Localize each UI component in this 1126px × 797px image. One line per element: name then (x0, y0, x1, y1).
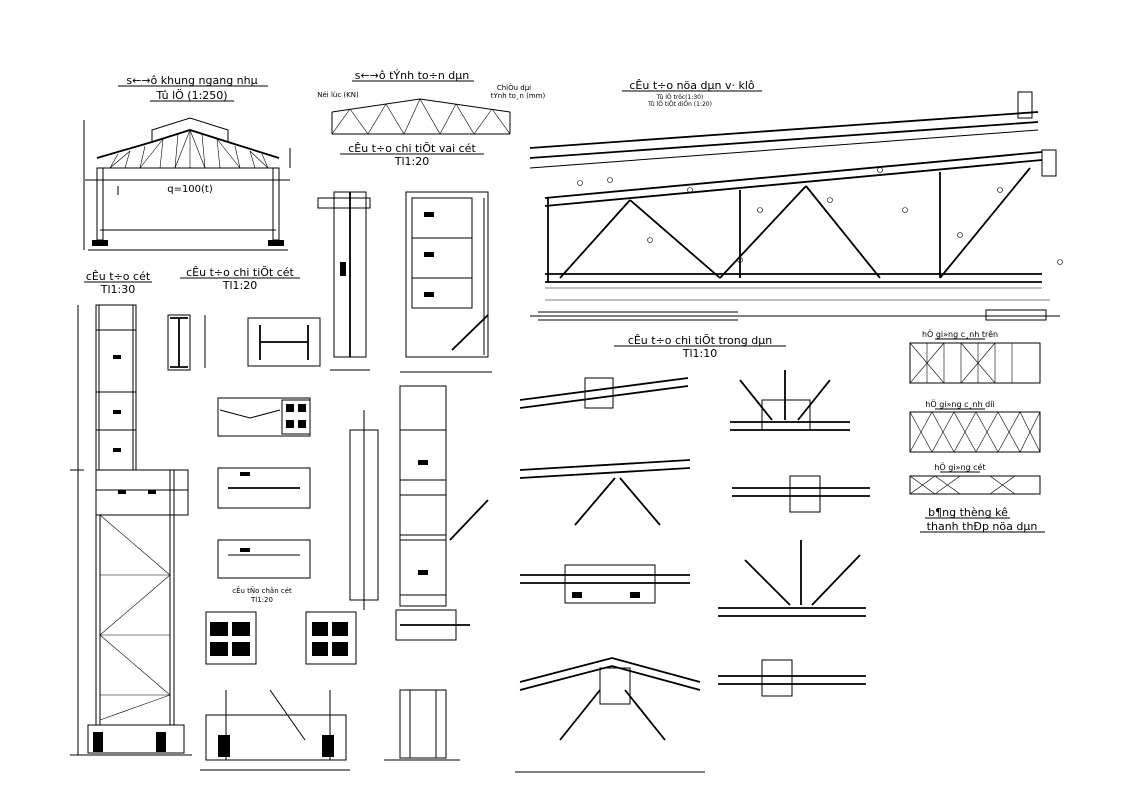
bracket-details (317, 191, 492, 373)
truss-node-details (718, 370, 870, 697)
half-truss-title: cÊu t÷o nöa dµn v· klô (629, 79, 755, 92)
calc-title: s←→ô tÝnh to÷n dµn (355, 69, 470, 82)
bracket-scale: Tl1:20 (394, 155, 429, 168)
column-bracing-title: hÖ gi»ng cét (934, 462, 985, 472)
length-label-b: tÝnh to¸n (mm) (491, 91, 546, 100)
truss-joint-details: cÊu t÷o chi tiÕt trong dµn Tl1:10 (515, 334, 786, 773)
col-detail-scale: Tl1:20 (222, 279, 257, 292)
column-elevation (70, 304, 192, 756)
column-sections (167, 314, 321, 371)
frame-title: s←→ô khung ngang nhµ (126, 74, 257, 87)
truss-detail-scale: Tl1:10 (682, 347, 717, 360)
top-chord-bracing-title: hÖ gi»ng c¸nh trên (922, 329, 998, 339)
bottom-chord-bracing-title: hÖ gi»ng c¸nh díi (925, 399, 994, 409)
frame-scale: Tû lÖ (1:250) (155, 89, 227, 102)
half-truss-drawing: cÊu t÷o nöa dµn v· klô Tû lÖ trôc(1:30) … (529, 79, 1063, 321)
force-label: Néi lùc (KN) (317, 91, 359, 99)
bracket-title: cÊu t÷o chi tiÕt vai cét (348, 142, 476, 155)
column-titles: cÊu t÷o cét Tl1:30 cÊu t÷o chi tiÕt cét … (84, 142, 484, 296)
column-splices (349, 385, 489, 761)
base-detail-title: cÊu tÑo chân cét (232, 586, 292, 595)
base-detail-scale: Tl1:20 (250, 596, 273, 604)
column-scale: Tl1:30 (100, 283, 135, 296)
truss-detail-title: cÊu t÷o chi tiÕt trong dµn (628, 334, 772, 347)
truss-calc-diagram: s←→ô tÝnh to÷n dµn Néi lùc (KN) ChiÒu dµ… (317, 69, 546, 135)
col-detail-title: cÊu t÷o chi tiÕt cét (186, 266, 294, 279)
column-title: cÊu t÷o cét (86, 270, 151, 283)
steel-table-title-1: b¶ng thèng kê (928, 506, 1008, 519)
steel-table-title-2: thanh thÐp nöa dµn (927, 520, 1038, 533)
length-label-a: ChiÒu dµi (497, 83, 531, 92)
base-details: cÊu tÑo chân cét Tl1:20 (200, 397, 357, 771)
half-truss-scale-1: Tû lÖ trôc(1:30) (656, 94, 704, 101)
half-truss-scale-2: Tû lÖ tiÕt diÖn (1:20) (647, 101, 712, 108)
bracing-systems: hÖ gi»ng c¸nh trên hÖ gi»ng c¸nh díi hÖ … (909, 329, 1045, 533)
frame-diagram: s←→ô khung ngang nhµ Tû lÖ (1:250) q=100… (83, 74, 291, 251)
load-label: q=100(t) (167, 184, 213, 195)
